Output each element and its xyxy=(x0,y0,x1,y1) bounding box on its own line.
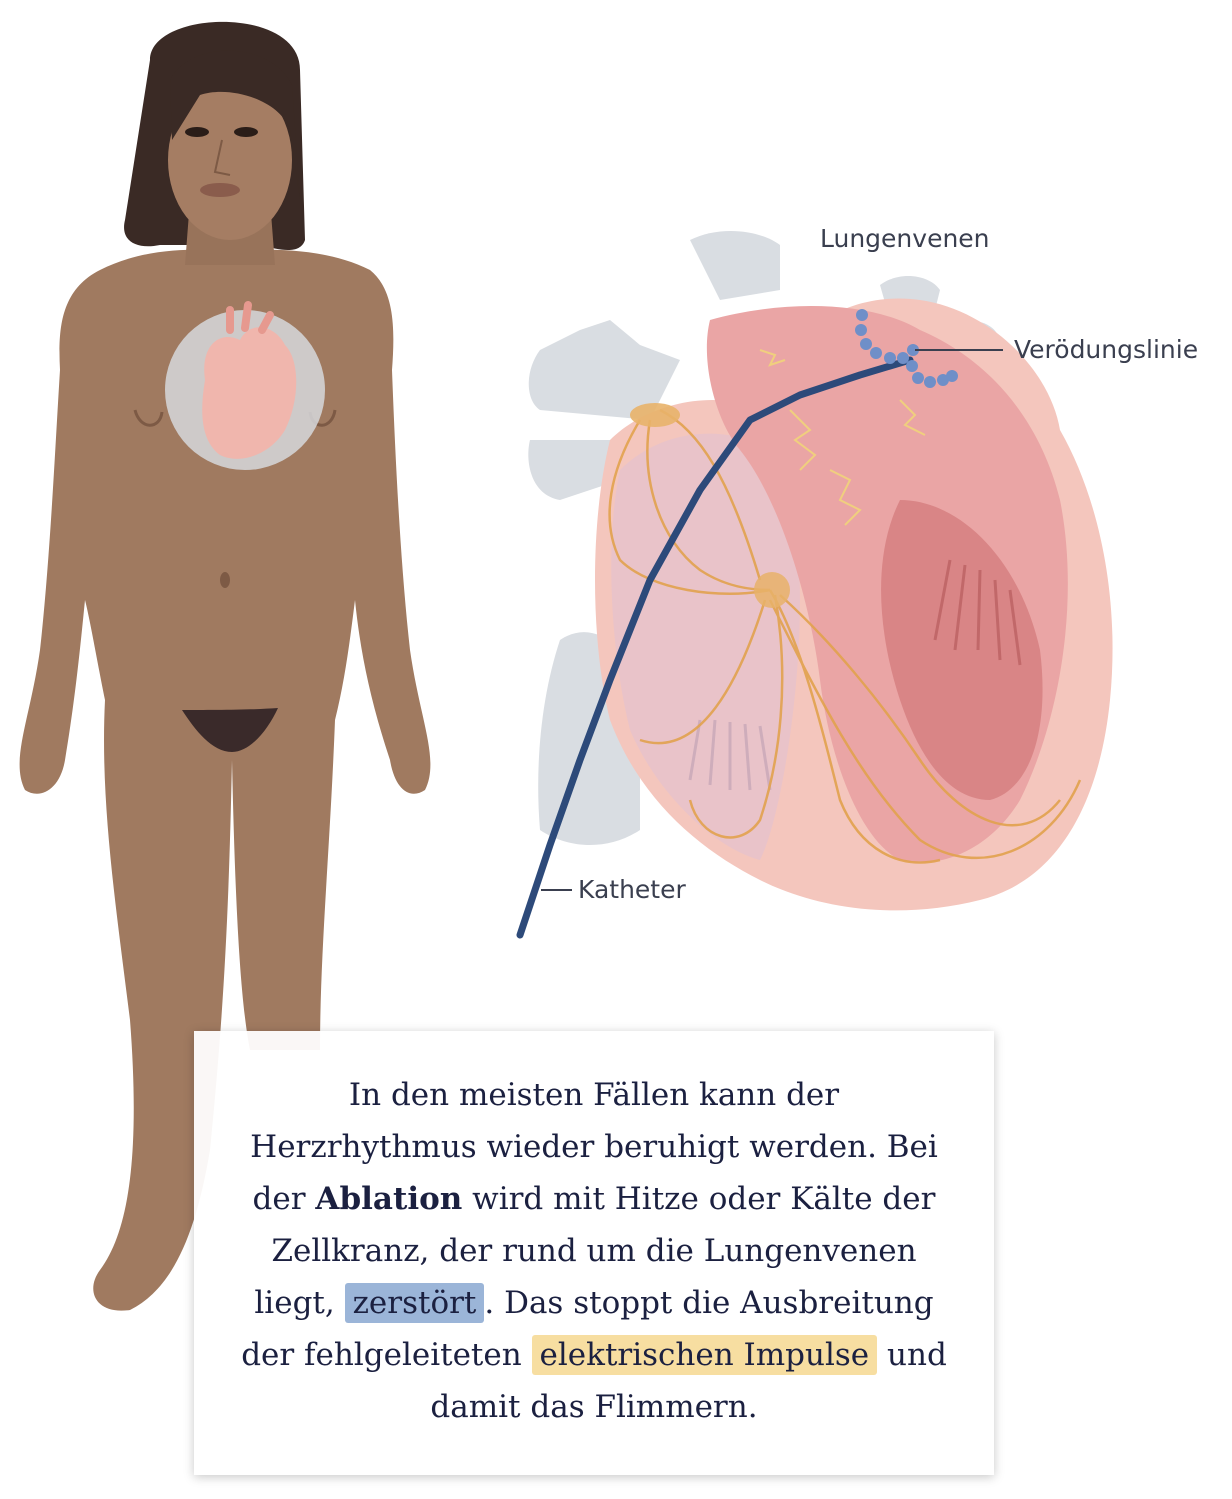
caption-text: und xyxy=(877,1337,947,1373)
label-ablation-line: Verödungslinie xyxy=(1014,335,1199,364)
caption-line-7: damit das Flimmern. xyxy=(430,1389,758,1425)
caption-line-2: Herzrhythmus wieder beruhigt werden. Bei xyxy=(250,1129,938,1165)
caption-text: wird mit Hitze oder Kälte der xyxy=(462,1181,936,1217)
heart-diagram xyxy=(516,230,1113,939)
caption-line-6: der fehlgeleiteten elektrischen Impulse … xyxy=(234,1329,954,1381)
caption-line-5: liegt, zerstört. Das stoppt die Ausbreit… xyxy=(234,1277,954,1329)
highlight-zerstoert: zerstört xyxy=(344,1283,485,1323)
label-catheter: Katheter xyxy=(578,875,686,904)
caption-line-1: In den meisten Fällen kann der xyxy=(348,1077,840,1113)
caption-line-3: der Ablation wird mit Hitze oder Kälte d… xyxy=(234,1173,954,1225)
caption-line-4: Zellkranz, der rund um die Lungenvenen xyxy=(271,1233,917,1269)
caption-text: der fehlgeleiteten xyxy=(241,1337,532,1373)
caption-text: . Das stoppt die Ausbreitung xyxy=(484,1285,934,1321)
caption-card: In den meisten Fällen kann der Herzrhyth… xyxy=(194,1031,994,1475)
caption-text: liegt, xyxy=(254,1285,345,1321)
label-pulmonary-veins: Lungenvenen xyxy=(820,224,990,253)
highlight-impulse: elektrischen Impulse xyxy=(531,1335,878,1375)
caption-text: der xyxy=(252,1181,316,1217)
ablation-term: Ablation xyxy=(315,1181,463,1217)
woman-figure xyxy=(19,21,431,1311)
